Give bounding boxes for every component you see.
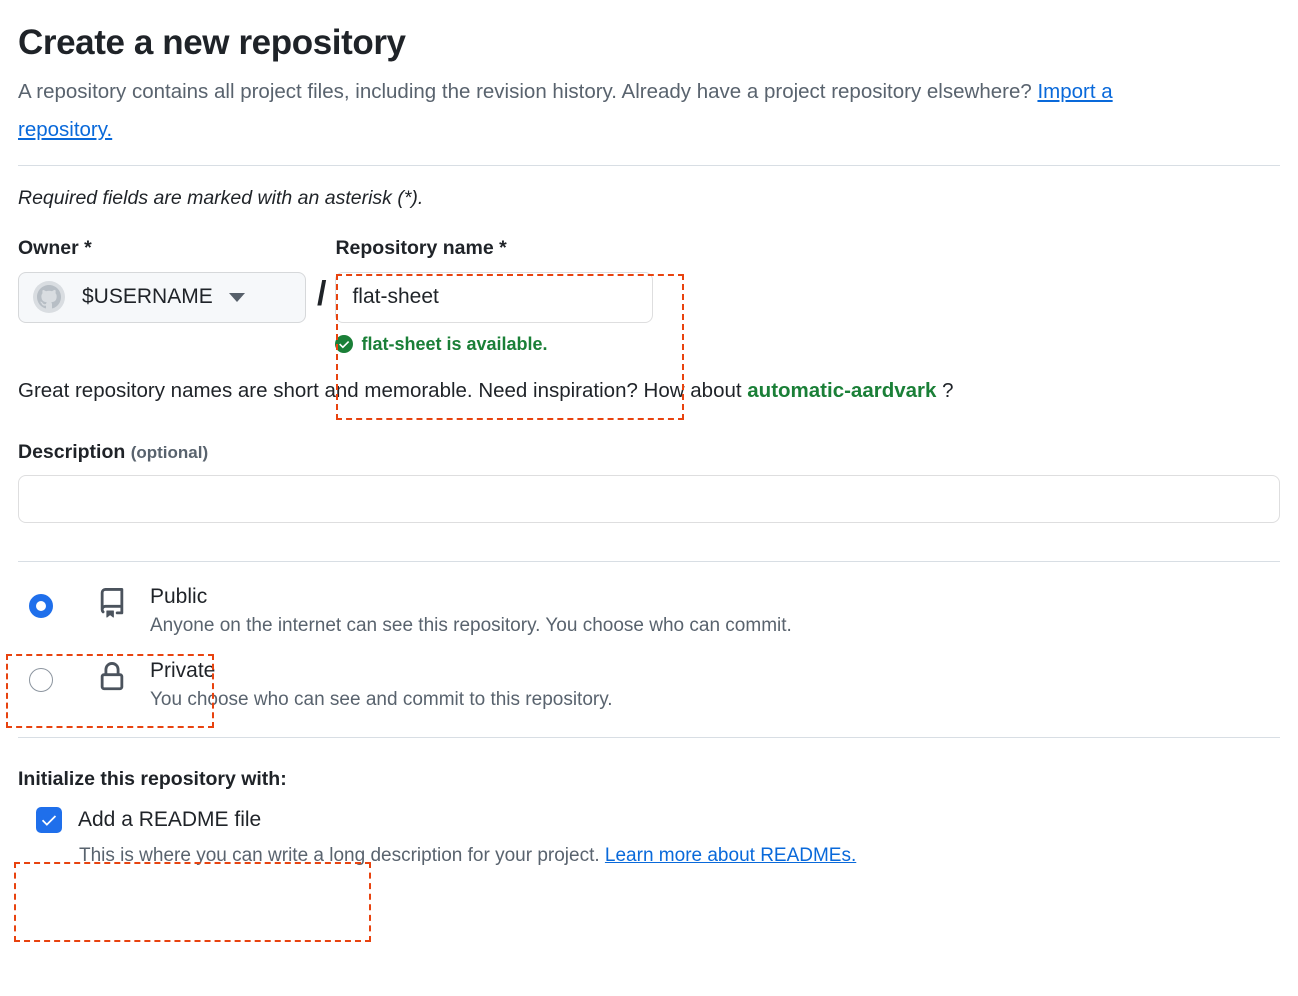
owner-label: Owner * xyxy=(18,236,92,259)
description-input[interactable] xyxy=(18,474,1280,523)
visibility-public-text: Public Anyone on the internet can see th… xyxy=(150,584,792,637)
page-description: A repository contains all project files,… xyxy=(18,73,1208,149)
visibility-private-title: Private xyxy=(150,659,216,683)
owner-select-button[interactable]: $USERNAME xyxy=(18,271,306,323)
owner-field: Owner * $USERNAME xyxy=(18,237,308,323)
owner-and-name-row: Owner * $USERNAME / Repository name * xyxy=(18,237,1280,355)
repository-name-field: Repository name * flat-sheet is availabl… xyxy=(335,236,654,355)
visibility-private-text: Private You choose who can see and commi… xyxy=(150,658,613,711)
visibility-public-title: Public xyxy=(150,584,208,608)
page-title: Create a new repository xyxy=(18,23,406,62)
readme-help-text: This is where you can write a long descr… xyxy=(79,845,1280,867)
visibility-private-subtitle: You choose who can see and commit to thi… xyxy=(150,689,613,711)
divider-visibility xyxy=(18,560,1280,562)
suggestion-suffix: ? xyxy=(942,378,954,402)
radio-private[interactable] xyxy=(29,668,53,693)
visibility-public-subtitle: Anyone on the internet can see this repo… xyxy=(150,615,792,637)
repository-name-input[interactable] xyxy=(335,271,654,323)
annotation-box-initialize-readme xyxy=(14,862,371,942)
chevron-down-icon xyxy=(228,292,245,302)
readme-help-text-body: This is where you can write a long descr… xyxy=(79,845,600,867)
readme-checkbox-label: Add a README file xyxy=(78,808,262,832)
initialize-section-title: Initialize this repository with: xyxy=(18,768,287,791)
divider-initialize xyxy=(18,737,1280,739)
visibility-option-private[interactable]: Private You choose who can see and commi… xyxy=(18,658,1280,711)
description-optional-tag: (optional) xyxy=(130,442,209,462)
owner-name-value: $USERNAME xyxy=(82,285,213,309)
repository-name-suggestion: Great repository names are short and mem… xyxy=(18,379,1280,403)
repository-name-label: Repository name * xyxy=(335,236,507,259)
checkbox-add-readme[interactable] xyxy=(36,807,62,834)
repo-book-icon xyxy=(95,587,129,618)
description-label-text: Description xyxy=(18,440,126,463)
suggestion-prefix: Great repository names are short and mem… xyxy=(18,378,742,402)
divider-top xyxy=(18,164,1280,166)
readme-checkbox-row[interactable]: Add a README file xyxy=(18,807,1280,834)
learn-more-readmes-link[interactable]: Learn more about READMEs. xyxy=(604,845,857,867)
octocat-avatar-icon xyxy=(33,281,65,314)
check-circle-icon xyxy=(335,335,354,354)
page-description-text: A repository contains all project files,… xyxy=(18,79,1032,103)
suggested-repository-name[interactable]: automatic-aardvark xyxy=(747,378,937,402)
visibility-option-public[interactable]: Public Anyone on the internet can see th… xyxy=(18,584,1280,637)
import-repository-link[interactable]: Import a repository. xyxy=(18,79,1113,141)
availability-text: flat-sheet is available. xyxy=(361,333,548,354)
lock-icon xyxy=(95,662,129,692)
repository-name-availability: flat-sheet is available. xyxy=(335,334,653,355)
owner-name-separator: / xyxy=(317,274,327,313)
required-fields-note: Required fields are marked with an aster… xyxy=(18,186,424,209)
radio-public[interactable] xyxy=(29,593,53,618)
create-repository-page: Create a new repository A repository con… xyxy=(0,23,1298,996)
description-label: Description (optional) xyxy=(18,441,1280,464)
